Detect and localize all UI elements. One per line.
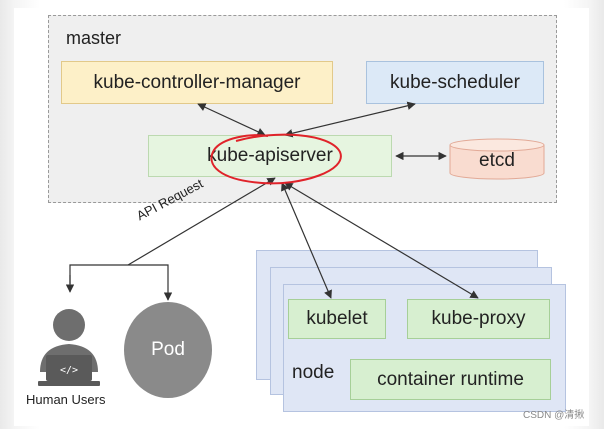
scheduler-box: kube-scheduler <box>366 61 544 104</box>
container-runtime-box: container runtime <box>350 359 551 400</box>
master-label: master <box>66 28 122 48</box>
watermark: CSDN @清揪 <box>523 410 585 421</box>
arrow-controller-apiserver <box>197 103 266 136</box>
node-label: node <box>292 362 335 383</box>
annotation-circle <box>210 133 342 185</box>
arrow-apiserver-kube-proxy <box>284 182 479 299</box>
arrow-scheduler-apiserver <box>284 101 416 138</box>
arrow-api-request <box>127 177 276 266</box>
kubelet-box: kubelet <box>288 299 386 339</box>
pod-circle: Pod <box>124 302 212 398</box>
controller-manager-box: kube-controller-manager <box>61 61 333 104</box>
etcd-label: etcd <box>479 150 515 171</box>
apiserver-box: kube-apiserver <box>148 135 392 177</box>
user-laptop-icon: </> <box>38 309 100 386</box>
kube-proxy-box: kube-proxy <box>407 299 550 339</box>
etcd-cylinder: etcd <box>449 138 545 180</box>
svg-text:</>: </> <box>60 365 78 376</box>
human-users-label: Human Users <box>26 392 106 407</box>
arrow-apiserver-kubelet <box>281 182 332 299</box>
fork-line <box>69 264 173 301</box>
